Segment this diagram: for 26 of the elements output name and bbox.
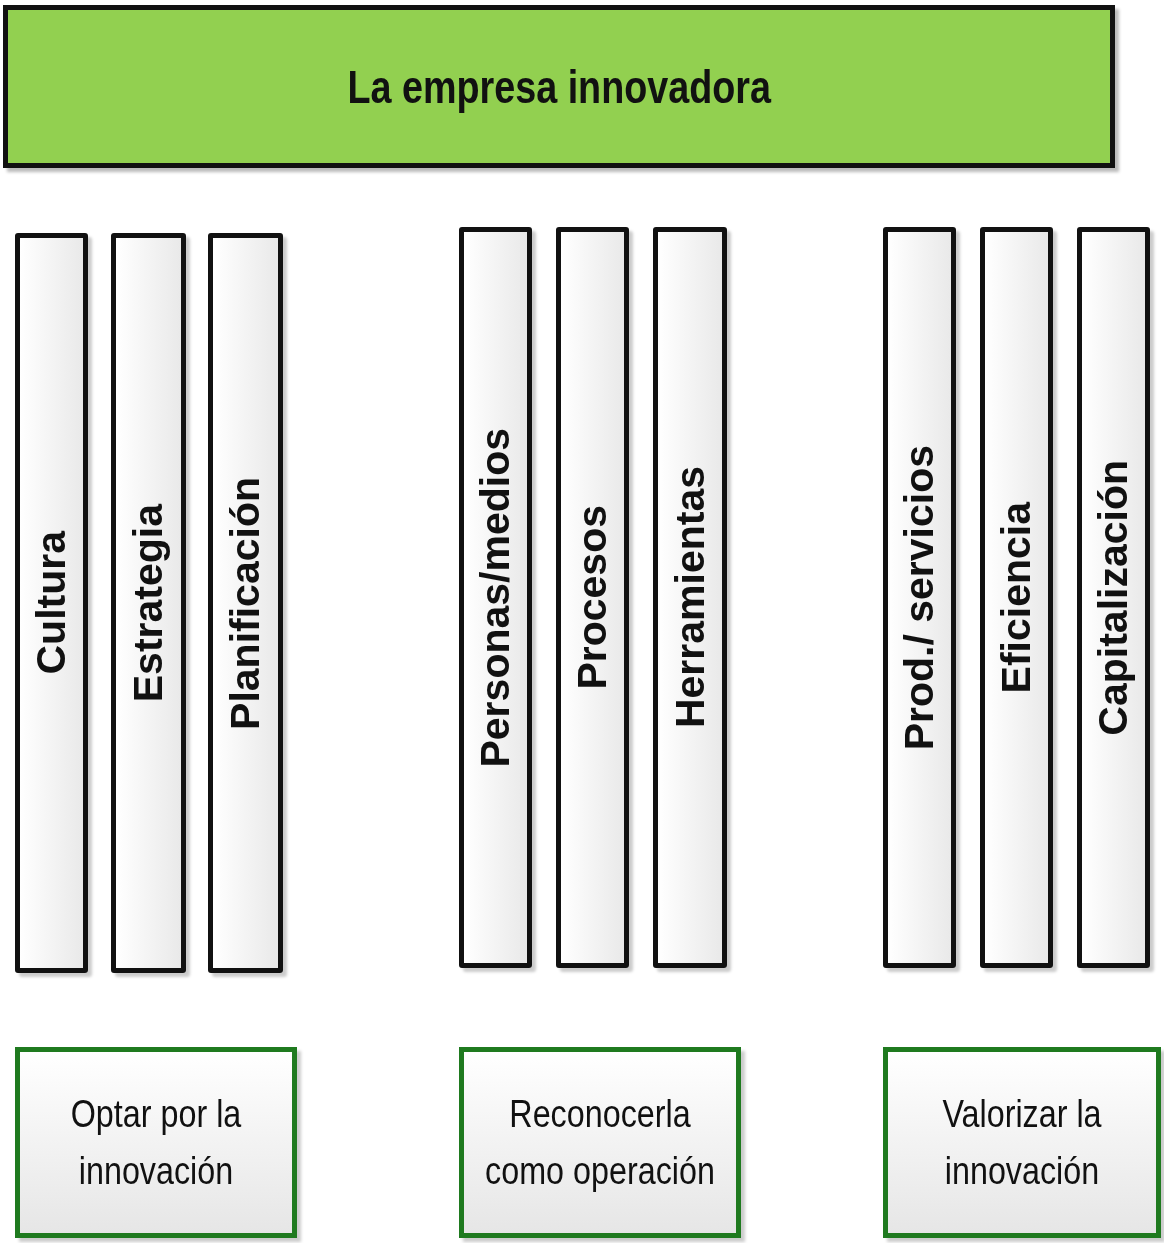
- summary-box: [883, 1047, 1161, 1238]
- pillar-box: [1077, 227, 1150, 968]
- pillar-box: [883, 227, 956, 968]
- pillar-box: [15, 233, 88, 973]
- summary-box: [459, 1047, 741, 1238]
- pillar-label: Planificación: [222, 476, 269, 730]
- summary-box: [15, 1047, 297, 1238]
- pillar-label: Cultura: [28, 531, 75, 675]
- pillar-label: Personas/medios: [472, 427, 519, 768]
- summary-text: Reconocerla como operación: [484, 1091, 716, 1194]
- pillar-box: [980, 227, 1053, 968]
- summary-text: Optar por la innovación: [69, 1091, 243, 1194]
- title-banner: [3, 5, 1115, 168]
- pillar-box: [459, 227, 532, 968]
- pillar-box: [208, 233, 283, 973]
- pillar-label: Procesos: [569, 505, 616, 690]
- pillar-box: [556, 227, 629, 968]
- summary-text: Valorizar la innovación: [941, 1091, 1103, 1194]
- pillar-label: Capitalización: [1090, 459, 1137, 736]
- pillar-label: Prod./ servicios: [896, 444, 943, 751]
- pillar-label: Herramientas: [666, 466, 714, 729]
- pillar-box: [111, 233, 186, 973]
- pillar-box: [653, 227, 727, 968]
- pillar-label: Estrategia: [125, 503, 172, 703]
- pillar-label: Eficiencia: [993, 501, 1040, 694]
- title-text: La empresa innovadora: [347, 59, 771, 114]
